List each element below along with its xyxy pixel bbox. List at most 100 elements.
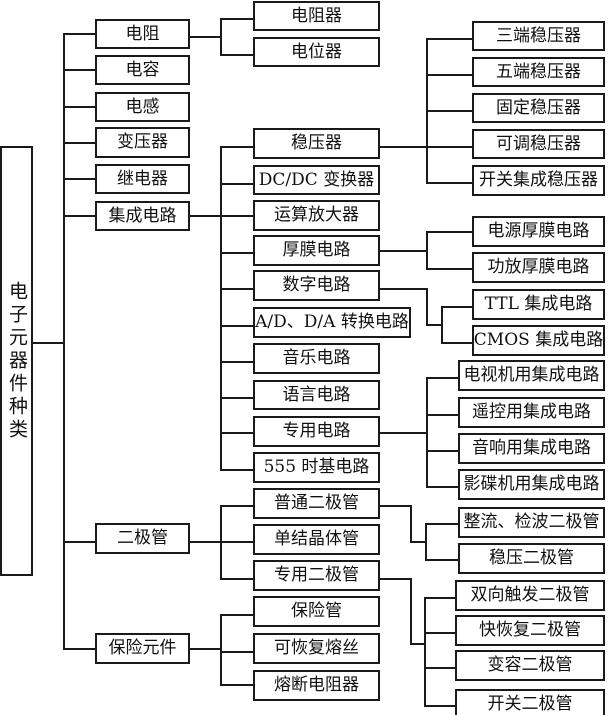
connector xyxy=(426,288,428,326)
connector xyxy=(426,377,428,488)
connector xyxy=(379,432,428,434)
node-zener-diode: 稳压二极管 xyxy=(458,543,605,574)
node-fixed-reg: 固定稳压器 xyxy=(472,93,605,123)
connector xyxy=(426,324,443,326)
node-rectifier-diode: 整流、检波二极管 xyxy=(458,507,605,538)
connector xyxy=(220,18,254,20)
node-3terminal: 三端稳压器 xyxy=(472,21,605,51)
node-music: 音乐电路 xyxy=(253,343,380,374)
node-audio-ic: 音响用集成电路 xyxy=(458,433,605,464)
root-node: 电子元器件种类 xyxy=(0,146,33,576)
connector xyxy=(426,74,473,76)
connector xyxy=(220,18,222,55)
node-fast-recovery: 快恢复二极管 xyxy=(455,615,605,646)
connector xyxy=(379,250,428,252)
connector xyxy=(426,182,473,184)
connector xyxy=(63,648,96,650)
connector xyxy=(220,651,254,653)
node-switching-diode: 开关二极管 xyxy=(455,689,605,715)
node-thickfilm: 厚膜电路 xyxy=(253,235,380,266)
connector xyxy=(220,469,254,471)
connector xyxy=(426,146,473,148)
connector xyxy=(379,505,412,507)
connector xyxy=(379,288,428,290)
connector xyxy=(63,69,96,71)
connector xyxy=(63,142,96,144)
connector xyxy=(220,432,254,434)
node-diode: 二极管 xyxy=(95,523,190,554)
node-remote-ic: 遥控用集成电路 xyxy=(458,397,605,428)
node-fuse-tube: 保险管 xyxy=(253,596,380,627)
connector xyxy=(63,541,96,543)
connector xyxy=(379,578,412,580)
connector xyxy=(410,505,412,543)
connector xyxy=(220,288,254,290)
node-opamp: 运算放大器 xyxy=(253,200,380,231)
connector xyxy=(424,597,457,599)
connector xyxy=(220,325,254,327)
node-ic: 集成电路 xyxy=(95,201,190,231)
node-normal-diode: 普通二极管 xyxy=(253,488,380,519)
connector xyxy=(426,268,473,270)
connector xyxy=(426,450,459,452)
connector xyxy=(441,342,473,344)
connector xyxy=(63,178,96,180)
connector xyxy=(426,377,459,379)
node-adda: A/D、D/A 转换电路 xyxy=(253,307,411,338)
connector xyxy=(220,146,254,148)
node-tv-ic: 电视机用集成电路 xyxy=(458,360,605,391)
connector xyxy=(220,215,254,217)
node-special-diode: 专用二极管 xyxy=(253,560,380,591)
connector xyxy=(220,397,254,399)
node-regulator: 稳压器 xyxy=(253,128,380,159)
connector xyxy=(63,33,96,35)
connector xyxy=(220,54,254,56)
node-555: 555 时基电路 xyxy=(253,452,380,483)
connector xyxy=(379,146,428,148)
connector xyxy=(426,414,459,416)
node-fusible-resistor: 熔断电阻器 xyxy=(253,670,380,701)
node-resettable-fuse: 可恢复熔丝 xyxy=(253,633,380,664)
connector xyxy=(220,146,222,471)
connector xyxy=(63,106,96,108)
node-dvd-ic: 影碟机用集成电路 xyxy=(458,469,605,500)
connector xyxy=(63,33,65,649)
connector xyxy=(220,361,254,363)
connector xyxy=(189,648,222,650)
connector xyxy=(32,342,65,344)
connector xyxy=(425,559,459,561)
connector xyxy=(220,614,222,686)
node-5terminal: 五端稳压器 xyxy=(472,57,605,87)
node-adj-reg: 可调稳压器 xyxy=(472,129,605,159)
connector xyxy=(426,486,459,488)
connector xyxy=(220,614,254,616)
node-ujt: 单结晶体管 xyxy=(253,524,380,555)
node-inductor: 电感 xyxy=(95,92,190,122)
connector xyxy=(426,231,428,269)
node-amp-thickfilm: 功放厚膜电路 xyxy=(472,252,605,283)
connector xyxy=(441,306,443,344)
node-resistor-fixed: 电阻器 xyxy=(253,1,380,31)
connector xyxy=(220,252,254,254)
node-potentiometer: 电位器 xyxy=(253,37,380,67)
connector xyxy=(189,541,222,543)
connector xyxy=(426,110,473,112)
node-dcdc: DC/DC 变换器 xyxy=(253,165,380,195)
connector xyxy=(220,578,254,580)
connector xyxy=(410,578,412,645)
connector xyxy=(441,306,473,308)
connector xyxy=(424,705,457,707)
node-relay: 继电器 xyxy=(95,164,190,194)
connector xyxy=(220,541,254,543)
connector xyxy=(63,215,96,217)
node-varactor: 变容二极管 xyxy=(455,650,605,681)
node-digital: 数字电路 xyxy=(253,270,380,301)
connector xyxy=(189,36,222,38)
node-transformer: 变压器 xyxy=(95,127,190,158)
connector xyxy=(424,667,457,669)
connector xyxy=(426,38,473,40)
connector xyxy=(425,523,427,561)
node-ttl: TTL 集成电路 xyxy=(472,289,605,320)
connector xyxy=(220,505,254,507)
connector xyxy=(410,541,427,543)
